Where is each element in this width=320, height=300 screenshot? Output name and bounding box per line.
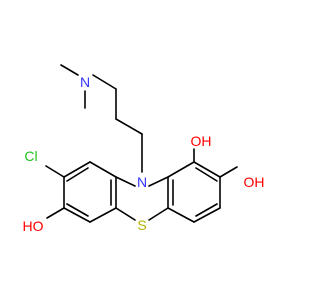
bond-left-3-inner [66, 203, 89, 217]
bond-n-right [148, 176, 169, 187]
bond-right-3-inner [195, 203, 218, 217]
chemical-structure-diagram: N N S Cl OH OH HO [23, 64, 265, 234]
atom-cl: Cl [24, 148, 37, 164]
bonds [45, 64, 238, 223]
bond-left-5 [63, 161, 91, 178]
bond-left-6 [89, 161, 117, 178]
bond-chain-1 [92, 74, 117, 90]
structure-canvas: N N S Cl OH OH HO [22, 64, 265, 234]
bond-left-5-inner [66, 167, 89, 182]
atom-n-ring: N [137, 174, 147, 190]
bond-right-3 [193, 207, 221, 223]
bond-right-2 [167, 207, 195, 223]
atom-n-dimethyl: N [80, 74, 90, 90]
bond-left-2 [89, 207, 117, 223]
bond-right-6 [167, 161, 195, 178]
bond-chain-3 [115, 118, 143, 135]
atom-labels: N N S Cl OH OH HO [23, 74, 265, 234]
bond-methyl-a [60, 64, 79, 76]
bond-oh-2 [219, 166, 238, 178]
bond-right-5-inner [195, 167, 218, 182]
bond-s-right [148, 207, 169, 221]
bond-s-left [115, 207, 136, 221]
bond-n-left [115, 176, 136, 187]
atom-s-ring: S [137, 217, 146, 233]
atom-oh-1: OH [191, 133, 212, 149]
bond-oh-left [46, 207, 65, 219]
atom-oh-2: OH [244, 174, 265, 190]
bond-left-3 [63, 207, 91, 223]
bond-right-5 [193, 161, 221, 178]
atom-oh-7: HO [23, 218, 44, 234]
bond-cl [45, 165, 65, 178]
